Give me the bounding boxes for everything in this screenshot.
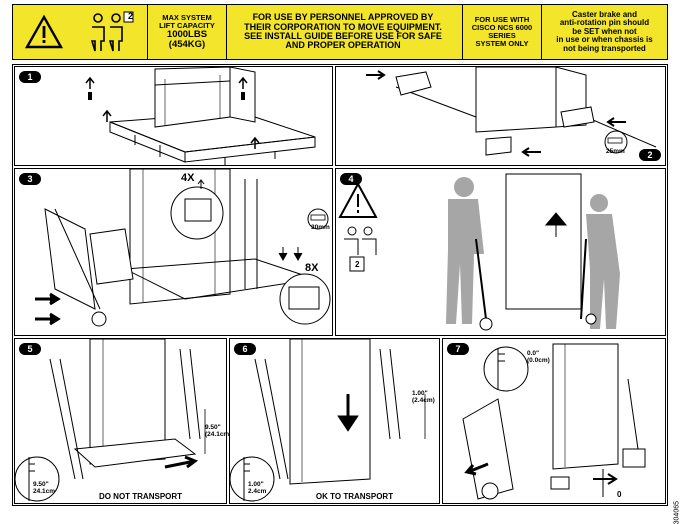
capacity-line-1: MAX SYSTEM — [162, 13, 212, 23]
step-7-panel: 7 0.0" (0.0cm) 0 — [442, 338, 666, 504]
socket-size-label: 30mm — [311, 224, 330, 231]
step-number: 7 — [447, 343, 469, 355]
step-number: 2 — [639, 149, 661, 161]
qty-label-8x: 8X — [305, 262, 319, 274]
caster-line-5: not being transported — [563, 43, 646, 53]
step-1-panel: 1 — [14, 66, 333, 166]
capacity-lbs: 1000LBS — [166, 28, 208, 40]
capacity-line-2: LIFT CAPACITY — [159, 21, 215, 31]
lifted-chassis-illustration — [14, 338, 206, 502]
dimension-gauge-label: 9.50" 24.1cm — [33, 481, 56, 495]
system-line-4: SYSTEM ONLY — [475, 38, 529, 48]
capacity-block: MAX SYSTEM LIFT CAPACITY 1000LBS (454KG) — [147, 5, 227, 59]
approval-line-4: AND PROPER OPERATION — [285, 40, 401, 51]
two-person-lift-icon: 2 — [75, 5, 145, 59]
approval-line-2: THEIR CORPORATION TO MOVE EQUIPMENT. — [244, 21, 442, 32]
pallet-bolts-illustration — [85, 66, 316, 165]
lowered-chassis-illustration — [229, 338, 426, 502]
step-4-panel: 4 2 — [335, 168, 666, 336]
two-person-badge: 2 — [127, 11, 133, 21]
lift-attach-illustration — [35, 168, 331, 327]
system-block: FOR USE WITH CISCO NCS 6000 SERIES SYSTE… — [462, 5, 542, 59]
approval-notice: FOR USE BY PERSONNEL APPROVED BY THEIR C… — [227, 5, 459, 59]
caster-line-3: be SET when not — [572, 26, 637, 36]
two-person-badge: 2 — [355, 260, 360, 269]
system-line-2: CISCO NCS 6000 — [471, 23, 533, 33]
capacity-kg: (454KG) — [168, 38, 206, 50]
transport-caption: OK TO TRANSPORT — [315, 492, 394, 501]
step-3-panel: 3 4X 30mm 8X — [14, 168, 333, 336]
system-line-3: SERIES — [488, 31, 516, 40]
zero-gap-label: 0 — [617, 490, 622, 499]
step-2-panel: 2 25mm — [335, 66, 666, 166]
instruction-frame — [12, 64, 668, 506]
dimension-top-label: 9.50" (24.1cm) — [205, 424, 232, 438]
socket-size-label: 25mm — [606, 148, 625, 155]
step-number: 5 — [19, 343, 41, 355]
step-number: 1 — [19, 71, 41, 83]
step-number: 3 — [19, 173, 41, 185]
approval-line-3: SEE INSTALL GUIDE BEFORE USE FOR SAFE — [244, 31, 442, 41]
caster-line-2: anti-rotation pin should — [559, 18, 650, 28]
dimension-gauge-label: 1.00" 2.4cm — [248, 481, 267, 495]
caster-line-4: in use or when chassis is — [556, 35, 653, 45]
warning-triangle-icon — [13, 5, 75, 59]
lift-removal-illustration — [462, 343, 646, 500]
step-5-panel: 5 9.50" (24.1cm) 9.50" 24.1cm DO NOT TRA… — [14, 338, 231, 504]
dimension-gauge-label: 0.0" (0.0cm) — [527, 350, 550, 364]
document-id: 304065 — [673, 501, 680, 524]
step-6-panel: 6 1.00" (2.4cm) 1.00" 2.4cm OK TO TRANSP… — [229, 338, 440, 504]
step-number: 4 — [340, 173, 362, 185]
system-line-1: FOR USE WITH — [474, 15, 530, 25]
bracket-removal-illustration — [366, 66, 657, 157]
caster-line-1: Caster brake and — [572, 10, 637, 20]
approval-line-1: FOR USE BY PERSONNEL APPROVED BY — [252, 12, 434, 23]
two-person-operate-illustration — [338, 173, 620, 331]
qty-label-4x: 4X — [181, 172, 195, 184]
caster-notice: Caster brake and anti-rotation pin shoul… — [542, 5, 667, 59]
transport-caption: DO NOT TRANSPORT — [98, 492, 183, 501]
dimension-top-label: 1.00" (2.4cm) — [412, 390, 435, 404]
warning-banner: 2 MAX SYSTEM LIFT CAPACITY 1000LBS (454K… — [12, 4, 668, 60]
step-number: 6 — [234, 343, 256, 355]
